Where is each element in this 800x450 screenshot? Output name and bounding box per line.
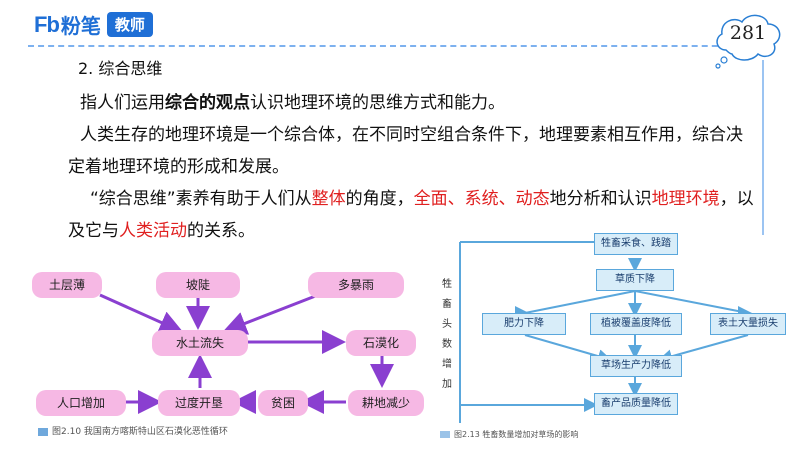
node-product-quality-down: 畜产品质量降低	[594, 393, 678, 415]
highlight-human-activity: 人类活动	[119, 221, 187, 241]
left-caption-number: 图2.10	[52, 427, 82, 437]
livestock-impact-diagram: 牲 畜 头 数 增 加 牲畜采食、践踏 草质下降 肥力下降 植被覆盖度降低 表土…	[430, 233, 786, 443]
highlight-whole: 整体	[311, 189, 346, 209]
logo-mark: Fb	[34, 11, 60, 37]
header-divider	[28, 45, 758, 47]
vlabel-char: 头	[442, 319, 452, 330]
page-number-badge: 281	[712, 10, 784, 69]
literacy-paragraph: “综合思维”素养有助于人们从整体的角度，全面、系统、动态地分析和认识地理环境，以…	[68, 183, 758, 247]
node-soil-thin: 土层薄	[32, 272, 102, 298]
vlabel-char: 增	[442, 359, 452, 370]
desertification-cycle-diagram: 土层薄 坡陡 多暴雨 水土流失 石漠化 人口增加 过度开垦 贫困 耕地减少 图2…	[28, 258, 458, 437]
cycle-arrows	[99, 293, 394, 414]
definition-text-pre: 指人们运用	[80, 93, 165, 113]
highlight-comprehensive: 全面、系统、动态	[413, 189, 550, 209]
caption-marker-icon	[440, 431, 450, 438]
impact-arrows	[459, 237, 749, 423]
node-overcultivation: 过度开垦	[158, 390, 240, 416]
definition-paragraph: 指人们运用综合的观点认识地理环境的思维方式和能力。	[68, 87, 758, 119]
node-farmland-loss: 耕地减少	[348, 390, 424, 416]
page-number: 281	[729, 22, 767, 44]
left-figure-caption: 图2.10 我国南方喀斯特山区石漠化恶性循环	[38, 424, 228, 437]
node-poverty: 贫困	[258, 390, 308, 416]
right-caption-number: 图2.13	[454, 430, 480, 439]
literacy-text-4: ，以及它与	[68, 189, 754, 241]
literacy-text-1: “综合思维”素养有助于人们从	[90, 189, 312, 209]
node-fertility-down: 肥力下降	[482, 313, 566, 335]
vertical-label-livestock-increase: 牲 畜 头 数 增 加	[440, 275, 454, 395]
logo-text: 粉笔	[60, 14, 101, 38]
definition-bold-term: 综合的观点	[165, 93, 250, 113]
right-caption-text: 牲畜数量增加对草场的影响	[482, 430, 579, 439]
left-caption-text: 我国南方喀斯特山区石漠化恶性循环	[83, 427, 228, 437]
literacy-text-5: 的关系。	[187, 221, 255, 241]
node-rocky-desertification: 石漠化	[346, 330, 416, 356]
vlabel-char: 畜	[442, 299, 452, 310]
logo-badge: 教师	[106, 12, 153, 37]
literacy-text-2: 的角度，	[345, 189, 414, 209]
literacy-text-3: 地分析和认识	[549, 189, 652, 209]
node-productivity-down: 草场生产力降低	[590, 355, 682, 377]
node-cover-down: 植被覆盖度降低	[590, 313, 682, 335]
vlabel-char: 牲	[442, 279, 452, 290]
brand-logo: Fb 粉笔 教师	[34, 10, 153, 39]
right-border-line	[762, 60, 764, 235]
node-soil-erosion: 水土流失	[152, 330, 248, 356]
node-grazing: 牲畜采食、践踏	[594, 233, 678, 255]
node-steep-slope: 坡陡	[156, 272, 240, 298]
node-quality-down: 草质下降	[596, 269, 674, 291]
definition-text-post: 认识地理环境的思维方式和能力。	[250, 93, 505, 113]
highlight-environment: 地理环境	[651, 189, 720, 209]
cloud-icon	[715, 14, 781, 69]
node-population-growth: 人口增加	[36, 390, 126, 416]
right-figure-caption: 图2.13 牲畜数量增加对草场的影响	[440, 429, 578, 440]
vlabel-char: 数	[442, 339, 452, 350]
node-rainstorm: 多暴雨	[308, 272, 404, 298]
environment-paragraph: 人类生存的地理环境是一个综合体，在不同时空组合条件下，地理要素相互作用，综合决定…	[68, 125, 743, 177]
node-topsoil-loss: 表土大量损失	[710, 313, 786, 335]
caption-marker-icon	[38, 427, 48, 436]
section-title: 2. 综合思维	[78, 59, 163, 78]
vlabel-char: 加	[442, 379, 452, 390]
